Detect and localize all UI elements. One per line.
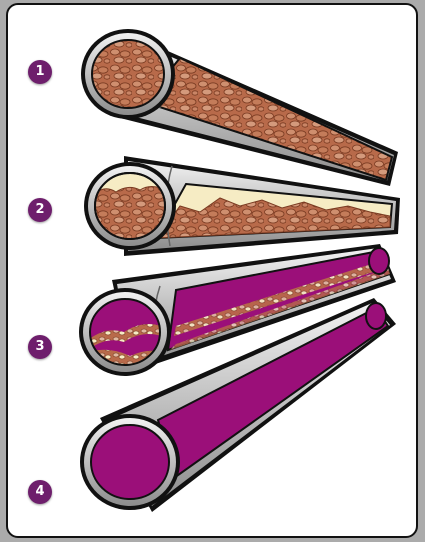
stage-number-badge: 1 bbox=[28, 60, 52, 84]
far-end-opening bbox=[366, 303, 386, 329]
far-end-opening bbox=[369, 248, 389, 274]
stage-number-badge: 4 bbox=[28, 480, 52, 504]
stage-number-badge: 2 bbox=[28, 198, 52, 222]
stage-number-badge: 3 bbox=[28, 335, 52, 359]
blood-cross-section bbox=[91, 425, 169, 499]
clog-cross-section bbox=[92, 40, 164, 108]
